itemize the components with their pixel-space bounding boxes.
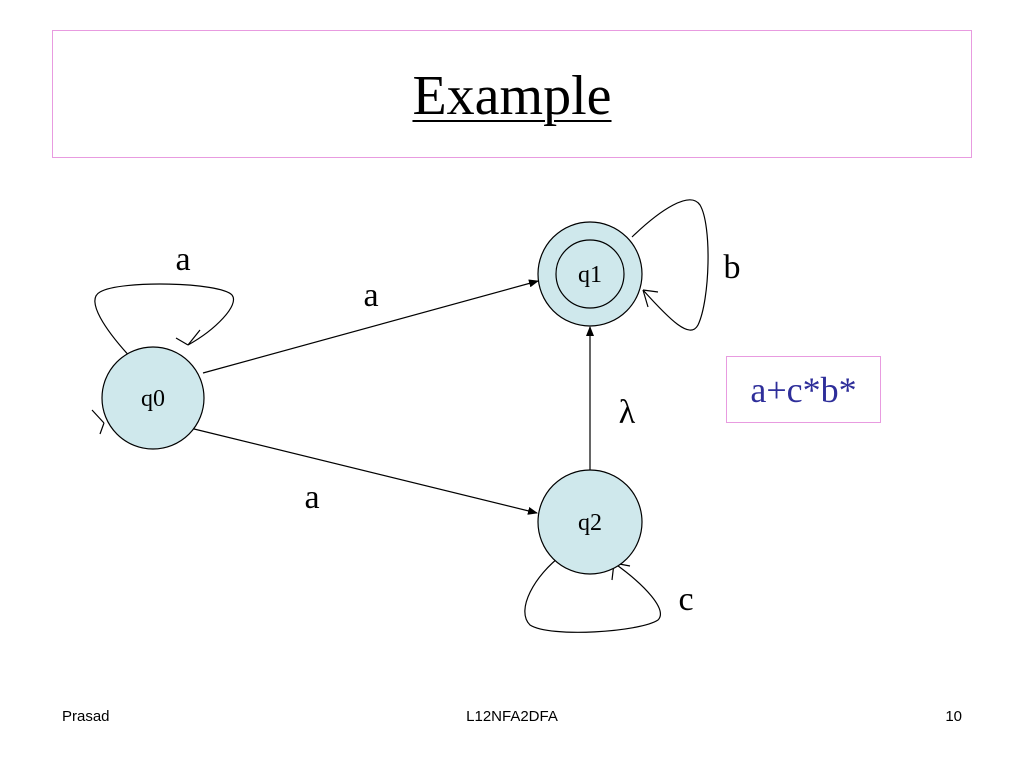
footer-page-number: 10 bbox=[945, 708, 962, 725]
q2-self-loop-edge bbox=[524, 554, 661, 633]
q1-self-loop-label: b bbox=[724, 249, 741, 286]
initial-arrow-q0 bbox=[91, 409, 105, 435]
q1-self-loop-edge bbox=[631, 199, 709, 331]
q2-self-loop-label: c bbox=[678, 581, 693, 618]
title-box: Example bbox=[52, 30, 972, 158]
edge-q0-q1-label: a bbox=[363, 277, 378, 314]
q0-self-loop-label: a bbox=[175, 241, 190, 278]
edge-q0-q1 bbox=[202, 279, 539, 374]
state-q1-label: q1 bbox=[578, 262, 602, 288]
regex-box: a+c*b* bbox=[726, 356, 881, 423]
state-q2: q2 bbox=[537, 469, 643, 575]
q0-self-loop-arrowhead bbox=[175, 329, 201, 346]
accepting-ring-q1 bbox=[555, 239, 625, 309]
regex-text: a+c*b* bbox=[750, 369, 857, 410]
state-q2-label: q2 bbox=[578, 510, 602, 536]
edge-q0-q2-label: a bbox=[304, 479, 319, 516]
slide-title: Example bbox=[412, 65, 612, 127]
q0-self-loop-edge bbox=[94, 283, 235, 361]
footer-lecture-id: L12NFA2DFA bbox=[466, 708, 558, 725]
footer-author: Prasad bbox=[62, 708, 110, 725]
q1-self-loop-arrowhead bbox=[642, 289, 659, 308]
edge-q0-q2 bbox=[189, 427, 538, 515]
state-q0-label: q0 bbox=[141, 386, 165, 412]
state-q0: q0 bbox=[101, 346, 205, 450]
edge-q2-q1-label: λ bbox=[619, 394, 636, 431]
state-q1: q1 bbox=[537, 221, 643, 327]
